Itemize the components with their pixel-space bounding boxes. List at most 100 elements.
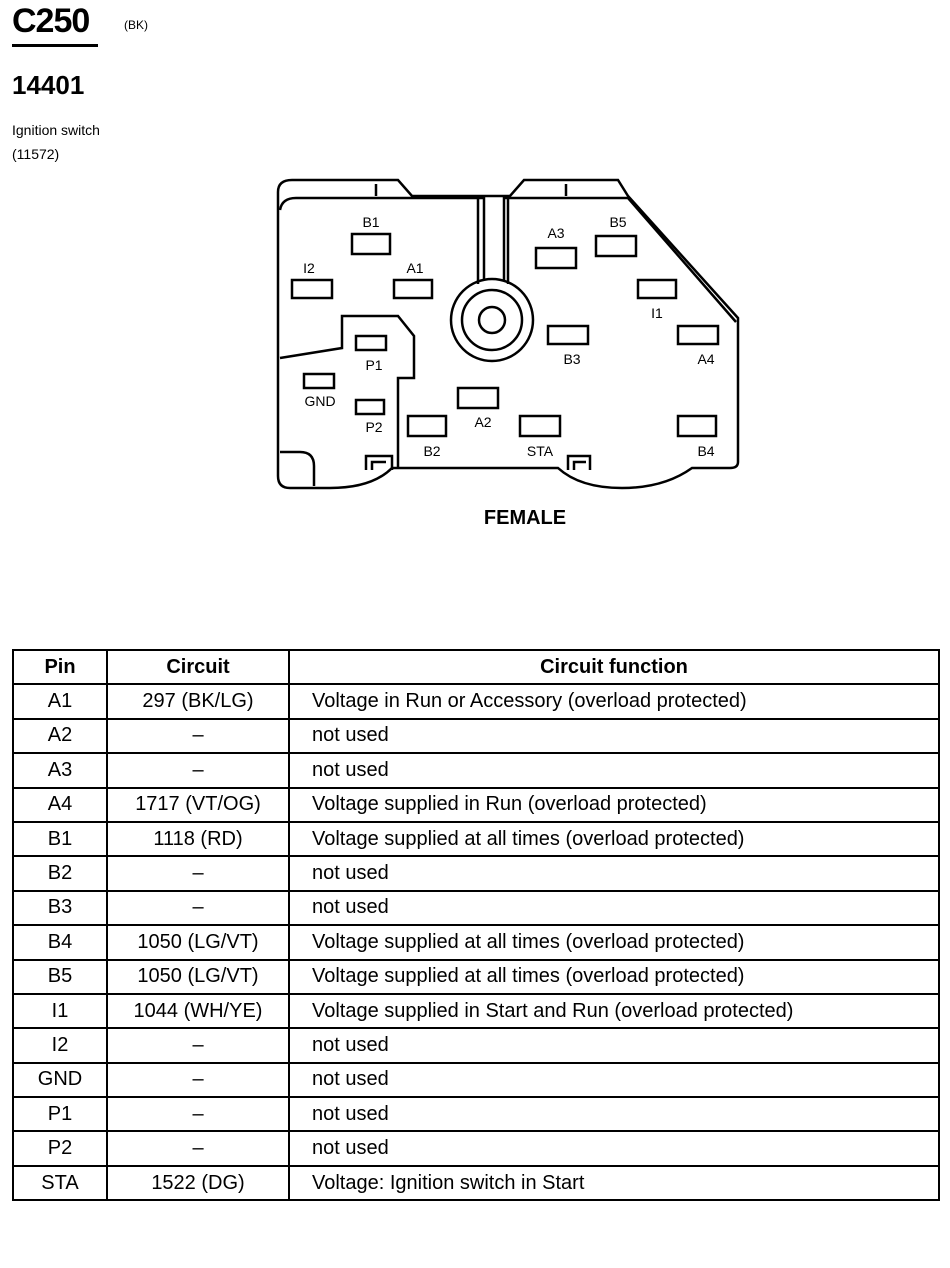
table-row: GND–not used: [12, 1061, 940, 1099]
header-pin: Pin: [12, 648, 108, 686]
connector-face-diagram: B1 I2 A1 A3 B5 I1 A4 B3 P1 GND P2 A2 B2 …: [276, 178, 740, 529]
function-cell: not used: [288, 752, 940, 789]
pin-cavity-A4: [676, 324, 720, 346]
circuit-cell: –: [106, 752, 290, 789]
function-cell: not used: [288, 717, 940, 755]
connector-color: (BK): [124, 18, 148, 32]
part-number: 14401: [12, 70, 85, 100]
pin-cell: A2: [12, 717, 108, 755]
circuit-cell: –: [106, 717, 290, 755]
function-cell: Voltage supplied at all times (overload …: [288, 924, 940, 961]
pin-cavity-STA: [518, 414, 562, 438]
table-row: P2–not used: [12, 1130, 940, 1167]
circuit-cell: 1050 (LG/VT): [106, 924, 290, 961]
function-cell: not used: [288, 889, 940, 927]
circuit-cell: –: [106, 1130, 290, 1167]
pin-cavity-I1: [636, 278, 678, 300]
pin-cavity-B2: [406, 414, 448, 438]
table-header-row: Pin Circuit Circuit function: [12, 648, 940, 686]
pin-cell: GND: [12, 1061, 108, 1099]
pin-cell: A4: [12, 786, 108, 823]
pin-cavity-B3: [546, 324, 590, 346]
function-cell: Voltage supplied at all times (overload …: [288, 958, 940, 995]
table-row: B2–not used: [12, 855, 940, 892]
function-cell: not used: [288, 855, 940, 892]
function-cell: Voltage supplied at all times (overload …: [288, 820, 940, 858]
circuit-cell: 1717 (VT/OG): [106, 786, 290, 823]
pin-cavity-B1: [350, 232, 392, 256]
circuit-cell: 1118 (RD): [106, 820, 290, 858]
connector-id: C250: [12, 2, 90, 40]
pin-cell: B3: [12, 889, 108, 927]
pin-cell: P1: [12, 1096, 108, 1133]
pin-label-STA: STA: [527, 443, 554, 459]
pin-cell: B4: [12, 924, 108, 961]
table-row: A2–not used: [12, 717, 940, 755]
circuit-cell: –: [106, 1061, 290, 1099]
pin-cell: P2: [12, 1130, 108, 1167]
pin-label-P2: P2: [365, 419, 382, 435]
pin-label-A1: A1: [406, 260, 423, 276]
circuit-cell: –: [106, 889, 290, 927]
pin-label-I2: I2: [303, 260, 315, 276]
pin-cell: B1: [12, 820, 108, 858]
pin-labels: B1 I2 A1 A3 B5 I1 A4 B3 P1 GND P2 A2 B2 …: [303, 214, 715, 459]
pin-label-A2: A2: [474, 414, 491, 430]
function-cell: Voltage supplied in Start and Run (overl…: [288, 992, 940, 1030]
pin-label-B1: B1: [362, 214, 379, 230]
function-cell: not used: [288, 1061, 940, 1099]
pin-label-B2: B2: [423, 443, 440, 459]
part-code: (11572): [12, 146, 60, 162]
pin-cavity-GND: [302, 372, 336, 390]
circuit-cell: –: [106, 1096, 290, 1133]
pin-label-B5: B5: [609, 214, 626, 230]
pin-cavity-B4: [676, 414, 718, 438]
circuit-cell: 1044 (WH/YE): [106, 992, 290, 1030]
function-cell: not used: [288, 1096, 940, 1133]
pin-label-GND: GND: [304, 393, 335, 409]
part-name: Ignition switch: [12, 122, 100, 138]
table-row: P1–not used: [12, 1096, 940, 1133]
table-row: A3–not used: [12, 752, 940, 789]
pin-label-P1: P1: [365, 357, 382, 373]
function-cell: Voltage supplied in Run (overload protec…: [288, 786, 940, 823]
pin-cavity-B5: [594, 234, 638, 258]
pin-cell: B2: [12, 855, 108, 892]
pin-cavities: [290, 232, 720, 438]
pin-cell: I2: [12, 1027, 108, 1064]
pin-cavity-A2: [456, 386, 500, 410]
pin-cell: B5: [12, 958, 108, 995]
pin-cell: I1: [12, 992, 108, 1030]
function-cell: Voltage in Run or Accessory (overload pr…: [288, 683, 940, 720]
pin-cavity-I2: [290, 278, 334, 300]
pin-cell: A1: [12, 683, 108, 720]
pin-label-B4: B4: [697, 443, 714, 459]
pin-cell: A3: [12, 752, 108, 789]
table-row: B3–not used: [12, 889, 940, 927]
circuit-cell: 1522 (DG): [106, 1164, 290, 1202]
pin-label-B3: B3: [563, 351, 580, 367]
pin-label-I1: I1: [651, 305, 663, 321]
pin-cell: STA: [12, 1164, 108, 1202]
table-row: I2–not used: [12, 1027, 940, 1064]
pin-cavity-A1: [392, 278, 434, 300]
connector-housing: [276, 178, 740, 490]
pin-label-A3: A3: [547, 225, 564, 241]
header-circuit-function: Circuit function: [288, 648, 940, 686]
circuit-cell: 297 (BK/LG): [106, 683, 290, 720]
circuit-cell: –: [106, 855, 290, 892]
pin-cavity-A3: [534, 246, 578, 270]
pin-cavity-P2: [354, 398, 386, 416]
circuit-cell: 1050 (LG/VT): [106, 958, 290, 995]
pin-cavity-P1: [354, 334, 388, 352]
function-cell: Voltage: Ignition switch in Start: [288, 1164, 940, 1202]
function-cell: not used: [288, 1130, 940, 1167]
